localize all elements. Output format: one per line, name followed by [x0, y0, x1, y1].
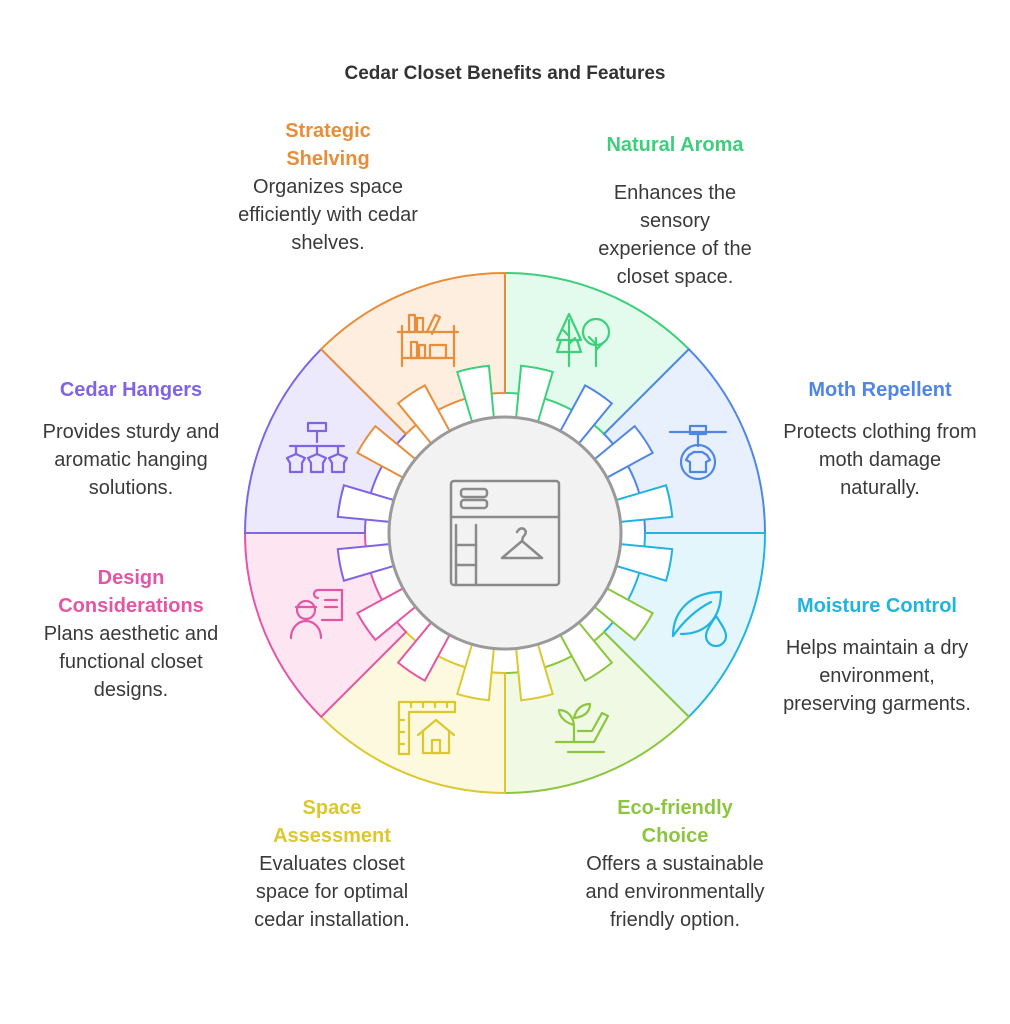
notch: [515, 364, 554, 423]
segment-moisture-control: Moisture Control Helps maintain a dry en…: [762, 592, 992, 718]
segment-description: Plans aesthetic and functional closet de…: [43, 623, 219, 701]
wedge-design-considerations: [243, 532, 408, 719]
segment-design-considerations: Design Considerations Plans aesthetic an…: [16, 564, 246, 704]
segment-description: Protects clothing from moth damage natur…: [783, 421, 977, 499]
notch: [336, 484, 395, 523]
wedge-strategic-shelving: [319, 271, 506, 436]
segment-label: Strategic Shelving: [285, 120, 371, 170]
hanging-shirt-icon: [668, 424, 728, 481]
notch: [336, 543, 395, 582]
notch: [593, 587, 654, 642]
segment-label: Design Considerations: [58, 567, 204, 617]
bookshelf-icon: [396, 313, 460, 368]
notch: [456, 364, 495, 423]
segment-label: Moisture Control: [797, 595, 957, 617]
segment-moth-repellent: Moth Repellent Protects clothing from mo…: [765, 376, 995, 502]
notch: [615, 543, 674, 582]
segment-description: Helps maintain a dry environment, preser…: [783, 637, 971, 715]
segment-label: Space Assessment: [273, 797, 391, 847]
leaf-droplet-icon: [671, 590, 728, 648]
notches: [336, 364, 674, 702]
segment-eco-friendly-choice: Eco-friendly Choice Offers a sustainable…: [560, 794, 790, 934]
segment-cedar-hangers: Cedar Hangers Provides sturdy and aromat…: [16, 376, 246, 502]
ruler-house-icon: [397, 700, 457, 756]
notch: [559, 384, 614, 445]
segment-strategic-shelving: Strategic Shelving Organizes space effic…: [213, 117, 443, 257]
segment-description: Enhances the sensory experience of the c…: [598, 182, 752, 288]
designer-blueprint-icon: [289, 588, 344, 640]
center-circle: [387, 415, 623, 651]
notch: [356, 587, 417, 642]
trees-icon: [555, 312, 611, 368]
segment-label: Cedar Hangers: [59, 379, 203, 401]
segment-space-assessment: Space Assessment Evaluates closet space …: [217, 794, 447, 934]
notch: [456, 643, 495, 702]
center-hub: [387, 415, 623, 651]
notch: [356, 424, 417, 479]
segment-description: Offers a sustainable and environmentally…: [585, 853, 765, 931]
icons: [285, 312, 728, 756]
segment-description: Organizes space efficiently with cedar s…: [238, 176, 418, 254]
segment-label: Natural Aroma: [606, 134, 744, 156]
notch: [515, 643, 554, 702]
notch: [593, 424, 654, 479]
wedge-eco-friendly-choice: [504, 630, 691, 795]
segment-natural-aroma: Natural Aroma Enhances the sensory exper…: [560, 131, 790, 291]
notch: [559, 621, 614, 682]
sprout-hand-icon: [554, 702, 610, 754]
segment-description: Provides sturdy and aromatic hanging sol…: [42, 421, 220, 499]
segment-description: Evaluates closet space for optimal cedar…: [254, 853, 410, 931]
notch: [396, 384, 451, 445]
notch: [396, 621, 451, 682]
segment-label: Eco-friendly Choice: [617, 797, 733, 847]
wedge-moth-repellent: [602, 347, 767, 534]
wheel: [243, 271, 767, 795]
hanger-rack-icon: [285, 421, 349, 474]
notch: [615, 484, 674, 523]
closet-icon: [449, 479, 561, 587]
diagram-title: Cedar Closet Benefits and Features: [344, 63, 666, 84]
segment-label: Moth Repellent: [808, 379, 952, 401]
